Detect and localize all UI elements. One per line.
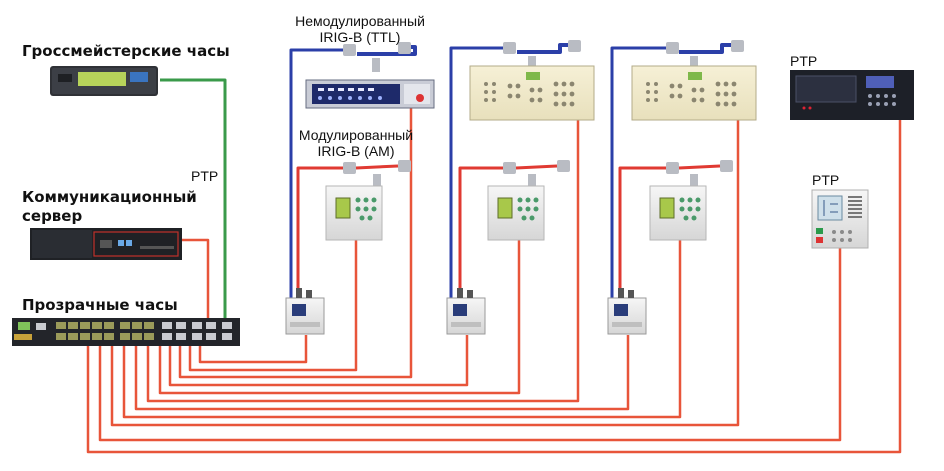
comm-server-label-line1: Коммуникационный: [22, 188, 197, 206]
irig-converter-2: [446, 288, 486, 335]
transparent-clock-label: Прозрачные часы: [22, 296, 178, 314]
ttl-cable-3: [610, 46, 674, 300]
grandmaster-link-cable: [160, 78, 227, 320]
ptp-cable-rack1: [178, 100, 413, 379]
ptp-cable-relay-small: [98, 248, 842, 442]
ptp-cable-conv2: [168, 334, 469, 387]
relay-panel-2: [469, 65, 595, 121]
ptp-cable-panel3: [110, 120, 740, 427]
irig-converter-3: [607, 288, 647, 335]
irig-generator-rack: [305, 79, 435, 109]
irig-am-line2: IRIG-B (AM): [317, 143, 395, 159]
irig-ttl-line2: IRIG-B (TTL): [319, 29, 401, 45]
ptp-cable-relay-big: [86, 118, 902, 454]
relay-panel-3: [631, 65, 757, 121]
irig-am-label: Модулированный IRIG-B (AM): [294, 127, 418, 159]
server-link-cable: [182, 238, 210, 322]
ptp-device-top-label: PTP: [790, 53, 818, 69]
ttl-cable-2: [449, 46, 512, 300]
irig-converter-1: [285, 288, 325, 335]
ttl-cable-1: [289, 48, 352, 300]
ptp-cable-relay1: [188, 240, 358, 372]
comm-server-label-line2: сервер: [22, 207, 83, 225]
protection-relay-2: [487, 185, 545, 241]
ptp-cable-relay3: [122, 240, 682, 419]
irig-am-line1: Модулированный: [298, 127, 414, 143]
ptp-relay-small: [811, 189, 869, 249]
grandmaster-clock-label: Гроссмейстерские часы: [22, 42, 230, 60]
am-cable-1: [296, 166, 352, 300]
ptp-cable-conv3: [134, 334, 630, 411]
ptp-link-label: PTP: [191, 168, 219, 184]
communication-server-device: [30, 228, 182, 260]
grandmaster-clock-device: [50, 66, 158, 96]
irig-ttl-line1: Немодулированный: [295, 13, 425, 29]
ptp-device-mid-label: PTP: [812, 172, 840, 188]
ptp-cable-conv1: [198, 334, 308, 364]
ptp-cable-panel2: [146, 120, 580, 403]
am-cable-3: [618, 166, 674, 300]
protection-relay-3: [649, 185, 707, 241]
protection-relay-1: [325, 185, 383, 241]
am-cable-2: [458, 166, 512, 300]
transparent-clock-switch: [12, 318, 240, 346]
ptp-cable-relay2: [158, 240, 521, 395]
irig-ttl-label: Немодулированный IRIG-B (TTL): [292, 13, 428, 45]
ptp-relay-large: [790, 70, 914, 120]
